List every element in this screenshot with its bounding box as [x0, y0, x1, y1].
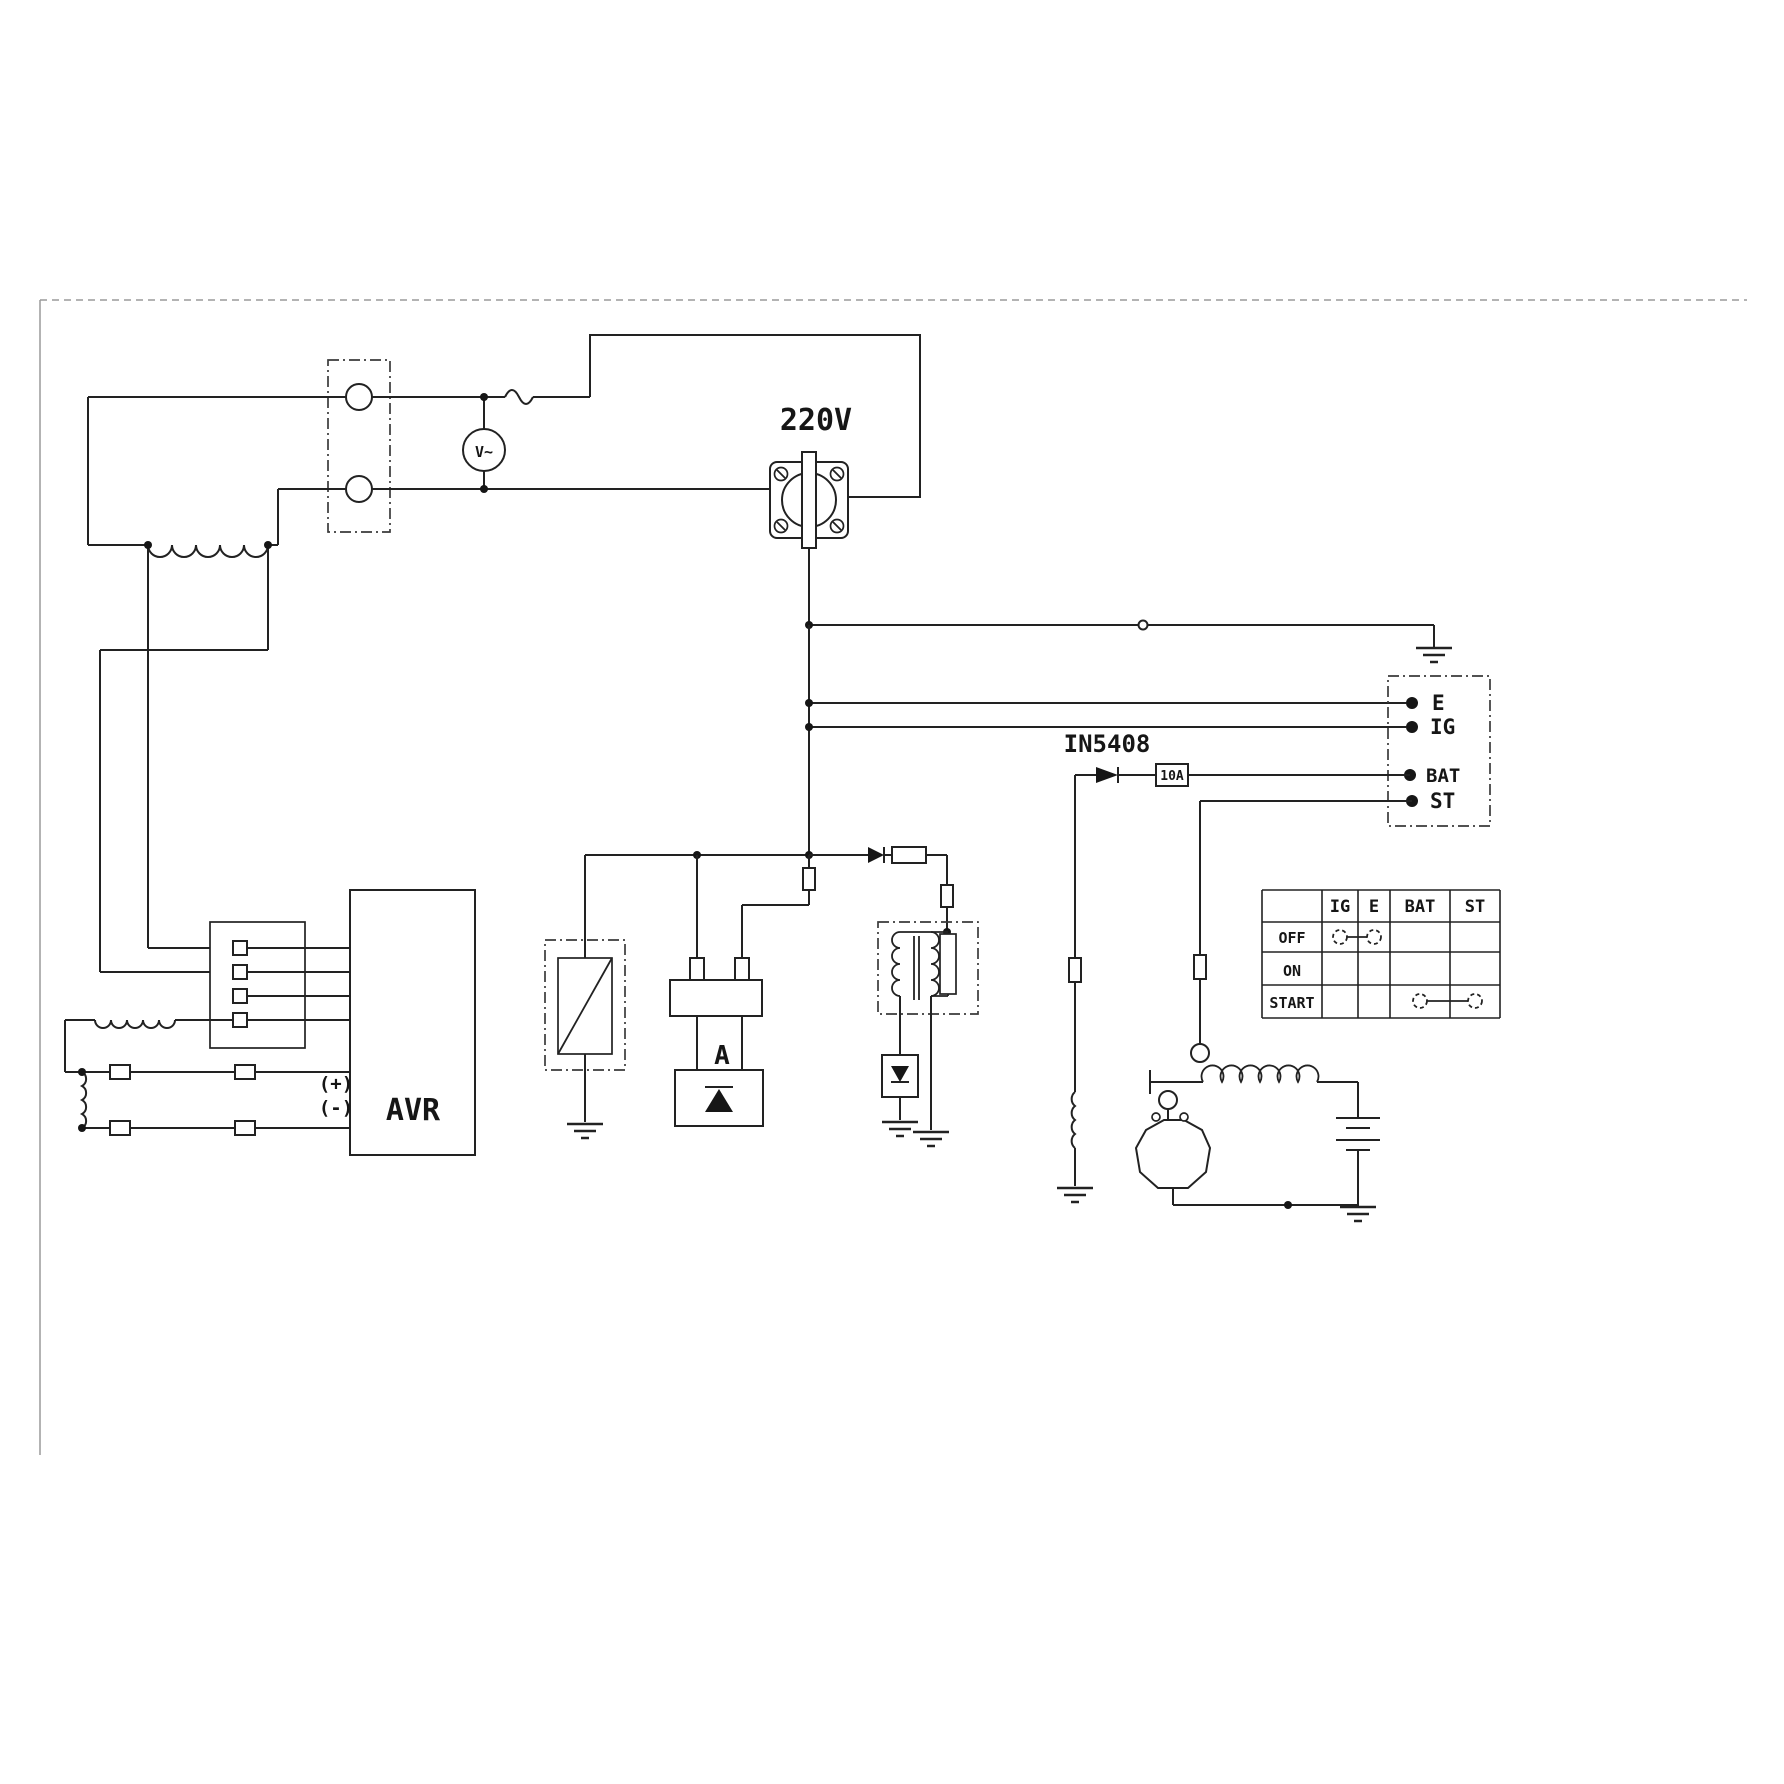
battery-feed-circuit: IN5408 10A — [1057, 730, 1410, 1204]
switch-feed-lines — [805, 625, 1406, 855]
power-outlet-220v: 220V — [769, 403, 852, 625]
avr-connector-block — [209, 921, 350, 1049]
table-col-bat: BAT — [1405, 897, 1436, 917]
small-diode-symbol — [868, 847, 884, 863]
main-winding-coil — [147, 544, 269, 558]
solenoid-contact-lower — [1158, 1090, 1178, 1110]
connector-plug — [232, 988, 248, 1004]
table-col-ig: IG — [1330, 897, 1350, 917]
connector-plug — [109, 1120, 131, 1136]
ground-symbol — [1340, 1205, 1376, 1223]
frame — [39, 299, 1747, 1455]
line-fuse-symbol — [504, 389, 534, 405]
diode-part-label: IN5408 — [1064, 730, 1151, 758]
motor-terminal — [1179, 1112, 1189, 1122]
connector-plug — [234, 1064, 256, 1080]
solenoid-coil — [1200, 1064, 1320, 1084]
inline-resistor — [891, 846, 927, 864]
table-row-on: ON — [1283, 962, 1301, 980]
terminal-st-label: ST — [1430, 789, 1455, 813]
breaker-terminal-top — [345, 383, 373, 411]
terminal-ig-label: IG — [1430, 715, 1455, 739]
connector-plug — [1068, 957, 1082, 983]
terminal-e-dot — [1406, 697, 1418, 709]
off-connection-symbol — [1332, 929, 1382, 945]
junction-dots — [144, 541, 272, 549]
connector-plug — [689, 957, 705, 981]
secondary-winding — [930, 931, 940, 997]
ignition-coil — [877, 921, 979, 1148]
diode-in5408-symbol — [1096, 767, 1118, 783]
connector-box — [669, 979, 763, 1017]
fuse-rating-label: 10A — [1160, 769, 1184, 784]
breaker-terminal-bottom — [345, 475, 373, 503]
avr-label: AVR — [386, 1093, 441, 1128]
switch-position-table: IG E BAT ST OFF ON START — [1261, 889, 1501, 1019]
connector-plug — [234, 1120, 256, 1136]
connector-plug — [232, 964, 248, 980]
polarity-positive-label: (+) — [319, 1073, 353, 1095]
table-col-st: ST — [1465, 897, 1485, 917]
table-row-start: START — [1269, 994, 1314, 1012]
spark-unit — [881, 1054, 919, 1098]
motor-terminal — [1151, 1112, 1161, 1122]
field-winding-coil — [79, 1071, 88, 1129]
starter-circuit — [1134, 800, 1412, 1223]
field-winding — [65, 1064, 350, 1136]
connector-plug — [734, 957, 750, 981]
connector-plug — [802, 867, 816, 891]
terminal-e-label: E — [1432, 691, 1445, 715]
wire-node — [1137, 619, 1149, 631]
table-col-e: E — [1369, 897, 1379, 917]
connector-plug — [1193, 954, 1207, 980]
dc-winding-coil — [94, 1019, 176, 1029]
outlet-voltage-label: 220V — [780, 403, 852, 438]
dc-winding — [64, 1019, 233, 1072]
solenoid-contact-upper — [1190, 1043, 1210, 1063]
circuit-breaker-block — [327, 359, 391, 533]
connector-plug — [232, 1012, 248, 1028]
stator-main-winding — [87, 396, 346, 973]
battery — [1336, 1117, 1380, 1151]
coil-core — [913, 936, 920, 1000]
start-connection-symbol — [1412, 993, 1483, 1009]
ground-symbol — [567, 1122, 603, 1140]
terminal-bat-label: BAT — [1426, 765, 1460, 787]
polarity-negative-label: (-) — [319, 1097, 353, 1119]
ignition-feed-lines — [585, 846, 954, 958]
ground-symbol — [913, 1130, 949, 1148]
ground-symbol — [882, 1120, 918, 1138]
rectifier-unit: A — [669, 957, 764, 1127]
charge-winding-coil — [1070, 1091, 1077, 1149]
connector-plug — [940, 884, 954, 908]
table-row-off: OFF — [1278, 929, 1305, 947]
connector-plug — [109, 1064, 131, 1080]
neutral-ground-line — [805, 619, 1452, 664]
ammeter-label: A — [714, 1041, 730, 1071]
ignition-switch: E IG BAT ST — [1387, 675, 1491, 827]
outlet-center-bar — [801, 451, 817, 549]
coil-resistor — [939, 933, 957, 995]
connector-plug — [232, 940, 248, 956]
voltmeter-label: V~ — [475, 443, 493, 461]
terminal-ig-dot — [1406, 721, 1418, 733]
rectifier-diode-symbol — [705, 1089, 733, 1112]
primary-winding — [891, 931, 901, 997]
ground-symbol — [1416, 646, 1452, 664]
ground-symbol — [1057, 1186, 1093, 1204]
avr-unit: AVR (+) (-) — [319, 889, 476, 1156]
starter-motor — [1134, 1112, 1212, 1189]
voltmeter: V~ — [462, 393, 506, 493]
sensor-box — [544, 855, 626, 1140]
fuse-10a — [1155, 763, 1189, 787]
